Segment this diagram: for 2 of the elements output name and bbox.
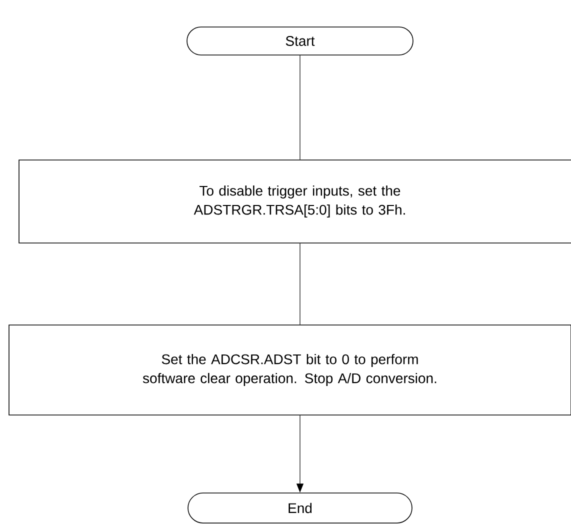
- process-box: Set the ADCSR.ADST bit to 0 to perform software clear operation. Stop A/D conversion.: [8, 324, 571, 416]
- process-box: To disable trigger inputs, set the ADSTRGR.TRSA[5:0] bits to 3Fh.: [18, 160, 571, 244]
